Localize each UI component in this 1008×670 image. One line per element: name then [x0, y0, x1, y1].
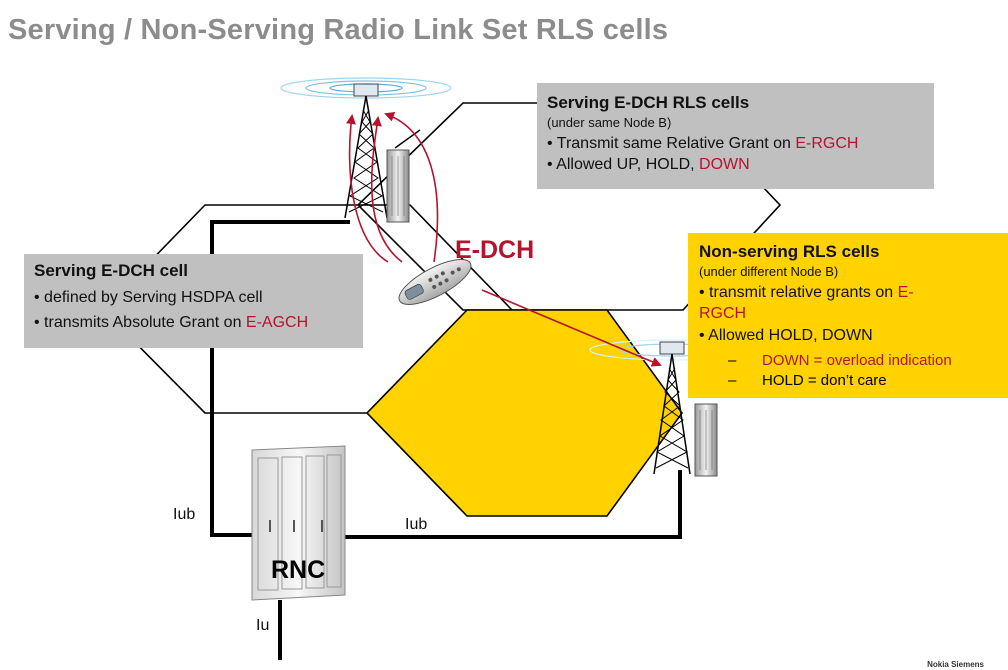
rnc-cabinet-icon — [251, 445, 346, 601]
nonserving-line1-cont: RGCH — [699, 305, 747, 322]
iub-link-bottom — [330, 470, 682, 539]
serving-rls-sub: (under same Node B) — [547, 115, 672, 130]
nonserving-sub: (under different Node B) — [699, 264, 839, 279]
nonserving-dash2: –HOLD = don’t care — [728, 372, 887, 389]
iub-link-top — [394, 129, 421, 149]
iub-left-label: Iub — [173, 506, 196, 523]
tower-icon — [280, 77, 452, 219]
rnc-label: RNC — [271, 556, 326, 584]
nonserving-dash1: –DOWN = overload indication — [728, 352, 952, 369]
nonserving-line1: • transmit relative grants on E- — [699, 284, 914, 301]
nonserving-line2: • Allowed HOLD, DOWN — [699, 327, 873, 344]
page-title: Serving / Non-Serving Radio Link Set RLS… — [8, 14, 669, 46]
iu-label: Iu — [256, 617, 270, 634]
tower-icon — [589, 339, 755, 475]
arrow-to-top-tower-1 — [346, 114, 389, 263]
serving-edch-cell-box: Serving E-DCH cell • defined by Serving … — [24, 254, 363, 348]
serving-rls-cells-box: Serving E-DCH RLS cells (under same Node… — [537, 83, 934, 189]
mobile-phone-icon — [398, 259, 472, 305]
transport-links — [210, 220, 682, 660]
arrow-to-right-tower — [481, 289, 662, 367]
serving-cell-line1: • defined by Serving HSDPA cell — [34, 289, 263, 306]
arrow-to-top-tower-2 — [370, 116, 403, 263]
edch-label: E-DCH — [455, 236, 535, 264]
iub-link-left — [210, 220, 350, 537]
iub-bottom-label: Iub — [405, 516, 428, 533]
serving-rls-line2: • Allowed UP, HOLD, DOWN — [547, 156, 750, 173]
nonserving-rls-cells-box: Non-serving RLS cells (under different N… — [688, 233, 1008, 398]
node-b-cabinet-icon — [694, 403, 718, 477]
hexagon-yellow-cell — [365, 309, 683, 517]
serving-cell-line2: • transmits Absolute Grant on E-AGCH — [34, 314, 309, 331]
nonserving-heading: Non-serving RLS cells — [699, 242, 880, 261]
uplink-arrows — [346, 112, 662, 367]
serving-cell-heading: Serving E-DCH cell — [34, 261, 188, 280]
arrow-to-top-tower-3 — [384, 112, 439, 263]
footer-logo-text: Nokia Siemens — [927, 660, 984, 669]
serving-rls-line1: • Transmit same Relative Grant on E-RGCH — [547, 135, 859, 152]
node-b-cabinet-icon — [386, 149, 410, 223]
serving-rls-heading: Serving E-DCH RLS cells — [547, 93, 750, 112]
